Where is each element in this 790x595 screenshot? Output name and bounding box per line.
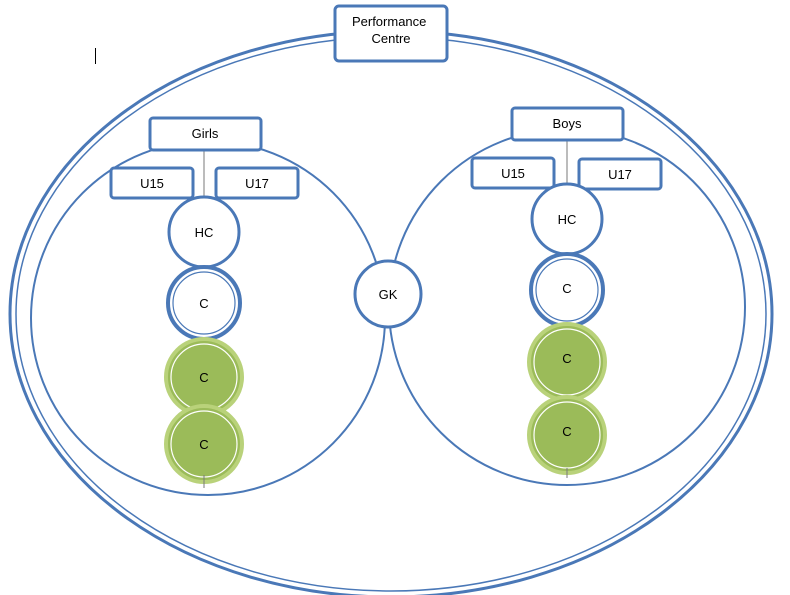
- girls-hc-label: HC: [195, 225, 214, 240]
- boys-title-box: Boys: [510, 106, 625, 142]
- girls-coach-green-node-2: C: [164, 404, 244, 484]
- girls-u17-label: U17: [245, 176, 269, 191]
- boys-u17-label: U17: [608, 167, 632, 182]
- boys-coach-outlined-node: C: [529, 252, 605, 328]
- girls-u17-box: U17: [214, 166, 300, 200]
- gk-node: GK: [353, 259, 423, 329]
- gk-label: GK: [379, 287, 398, 302]
- boys-u15-label: U15: [501, 166, 525, 181]
- performance-centre-label: Performance Centre: [352, 14, 430, 46]
- boys-u17-box: U17: [577, 157, 663, 191]
- girls-coach-outlined-node: C: [166, 265, 242, 341]
- boys-coach-green-label-2: C: [562, 424, 571, 439]
- girls-title-box: Girls: [148, 116, 263, 152]
- boys-title: Boys: [553, 116, 582, 131]
- boys-u15-box: U15: [470, 156, 556, 190]
- girls-coach-green-node-1: C: [164, 337, 244, 417]
- girls-coach-outlined-label: C: [199, 296, 208, 311]
- boys-coach-outlined-label: C: [562, 281, 571, 296]
- girls-u15-box: U15: [109, 166, 195, 200]
- girls-title: Girls: [192, 126, 219, 141]
- girls-u15-label: U15: [140, 176, 164, 191]
- boys-coach-green-node-2: C: [527, 395, 607, 475]
- text-cursor: [95, 48, 96, 64]
- boys-coach-green-label-1: C: [562, 351, 571, 366]
- boys-hc-label: HC: [558, 212, 577, 227]
- girls-coach-green-label-1: C: [199, 370, 208, 385]
- girls-coach-green-label-2: C: [199, 437, 208, 452]
- boys-coach-green-node-1: C: [527, 322, 607, 402]
- boys-hc-node: HC: [530, 182, 604, 256]
- girls-hc-node: HC: [167, 195, 241, 269]
- performance-centre-box: Performance Centre: [333, 4, 449, 63]
